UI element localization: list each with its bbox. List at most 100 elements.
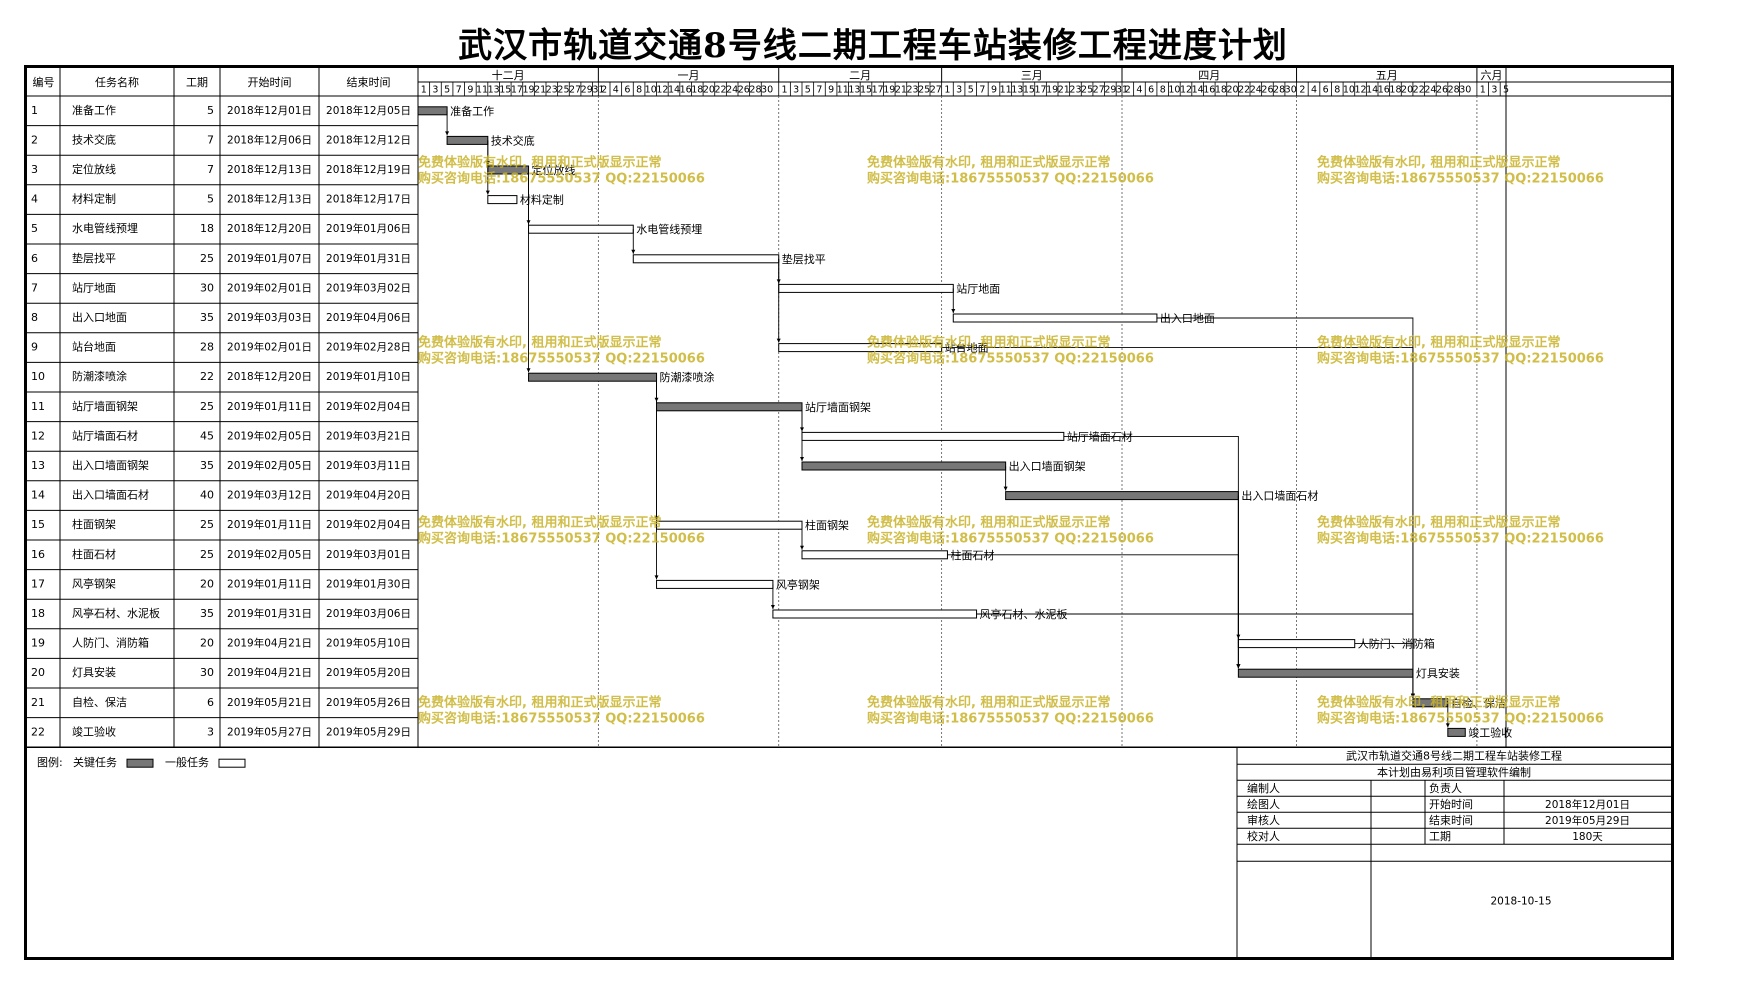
day-label: 3 (432, 85, 438, 96)
day-label: 8 (636, 85, 642, 96)
task-name: 站台地面 (72, 340, 116, 354)
watermark-text: 购买咨询电话:18675550537 QQ:22150066 (1317, 531, 1604, 547)
task-id: 21 (31, 696, 45, 709)
task-name: 柱面石材 (72, 547, 116, 561)
task-id: 14 (31, 489, 45, 502)
day-label: 9 (467, 85, 473, 96)
bar-label: 竣工验收 (1468, 725, 1512, 739)
arrowhead (631, 249, 636, 254)
task-end: 2018年12月17日 (326, 193, 411, 206)
task-duration: 5 (207, 104, 214, 117)
day-label: 11 (837, 85, 849, 96)
watermark-text: 购买咨询电话:18675550537 QQ:22150066 (867, 531, 1154, 547)
day-label: 4 (1311, 85, 1317, 96)
task-duration: 35 (200, 459, 214, 472)
day-label: 1 (944, 85, 950, 96)
dependency-line (976, 613, 1414, 698)
bar-label: 材料定制 (520, 193, 564, 207)
bar-label: 出入口墙面钢架 (1009, 459, 1086, 473)
bar-label: 柱面钢架 (805, 518, 849, 532)
critical-task-bar (417, 106, 448, 116)
task-id: 22 (31, 725, 45, 738)
day-label: 11 (1000, 85, 1012, 96)
header-name: 任务名称 (95, 75, 139, 89)
watermark-text: 免费体验版有水印, 租用和正式版显示正常 (867, 155, 1110, 171)
day-label: 27 (1093, 85, 1105, 96)
day-label: 28 (1273, 85, 1285, 96)
day-label: 9 (991, 85, 997, 96)
day-label: 2 (1299, 85, 1305, 96)
bar-label: 风亭钢架 (776, 577, 820, 591)
task-id: 17 (31, 577, 45, 590)
task-id: 8 (31, 311, 38, 324)
task-start: 2019年02月05日 (227, 548, 312, 561)
day-label: 3 (1491, 85, 1497, 96)
task-end: 2019年01月30日 (326, 577, 411, 590)
day-label: 23 (1069, 85, 1081, 96)
dependency-line (947, 554, 1239, 669)
task-name: 站厅地面 (72, 280, 116, 294)
info-date: 2018-10-15 (1490, 896, 1551, 908)
day-label: 4 (1136, 85, 1142, 96)
day-label: 26 (738, 85, 750, 96)
task-id: 2 (31, 133, 38, 146)
info-label: 负责人 (1429, 781, 1462, 795)
day-label: 26 (1261, 85, 1273, 96)
task-start: 2019年01月11日 (227, 518, 312, 531)
day-label: 16 (1203, 85, 1215, 96)
task-end: 2019年03月21日 (326, 429, 411, 442)
day-label: 3 (793, 85, 799, 96)
task-start: 2019年04月21日 (227, 637, 312, 650)
month-label: 二月 (849, 69, 871, 82)
arrowhead (800, 457, 804, 461)
day-label: 20 (1401, 85, 1413, 96)
task-start: 2018年12月01日 (227, 104, 312, 117)
task-duration: 28 (200, 341, 214, 354)
task-end: 2019年03月01日 (326, 548, 411, 561)
normal-task-bar (1237, 639, 1356, 649)
day-label: 28 (749, 85, 761, 96)
day-label: 18 (1215, 85, 1227, 96)
day-label: 9 (828, 85, 834, 96)
bar-label: 自检、保洁 (1451, 696, 1506, 710)
day-label: 14 (1366, 85, 1378, 96)
watermark-text: 购买咨询电话:18675550537 QQ:22150066 (867, 711, 1154, 727)
day-label: 15 (1023, 85, 1035, 96)
task-id: 1 (31, 104, 38, 117)
task-duration: 7 (207, 133, 214, 146)
watermark-text: 购买咨询电话:18675550537 QQ:22150066 (418, 351, 705, 367)
day-label: 17 (511, 85, 523, 96)
watermark-text: 免费体验版有水印, 租用和正式版显示正常 (418, 335, 661, 351)
day-label: 1 (782, 85, 788, 96)
arrowhead (526, 368, 531, 373)
task-start: 2018年12月13日 (227, 193, 312, 206)
critical-task-bar (446, 135, 489, 145)
bar-label: 站厅地面 (956, 281, 1000, 295)
task-name: 定位放线 (72, 162, 116, 176)
page-title: 武汉市轨道交通8号线二期工程车站装修工程进度计划 (458, 26, 1288, 66)
day-label: 28 (1448, 85, 1460, 96)
task-duration: 25 (200, 548, 214, 561)
day-label: 24 (1424, 85, 1436, 96)
day-label: 19 (883, 85, 895, 96)
task-id: 16 (31, 548, 45, 561)
day-label: 22 (1238, 85, 1250, 96)
day-label: 23 (906, 85, 918, 96)
task-id: 3 (31, 163, 38, 176)
task-duration: 25 (200, 252, 214, 265)
month-label: 一月 (678, 69, 700, 82)
task-id: 20 (31, 666, 45, 679)
day-label: 19 (522, 85, 534, 96)
task-start: 2019年02月05日 (227, 429, 312, 442)
arrowhead (1003, 486, 1008, 491)
task-start: 2019年01月11日 (227, 577, 312, 590)
task-start: 2019年05月21日 (227, 696, 312, 709)
normal-task-bar (632, 254, 780, 264)
day-label: 20 (1226, 85, 1238, 96)
day-label: 24 (1250, 85, 1262, 96)
task-end: 2019年01月31日 (326, 252, 411, 265)
task-end: 2018年12月12日 (326, 133, 411, 146)
day-label: 18 (1389, 85, 1401, 96)
day-label: 18 (691, 85, 703, 96)
task-id: 6 (31, 252, 38, 265)
